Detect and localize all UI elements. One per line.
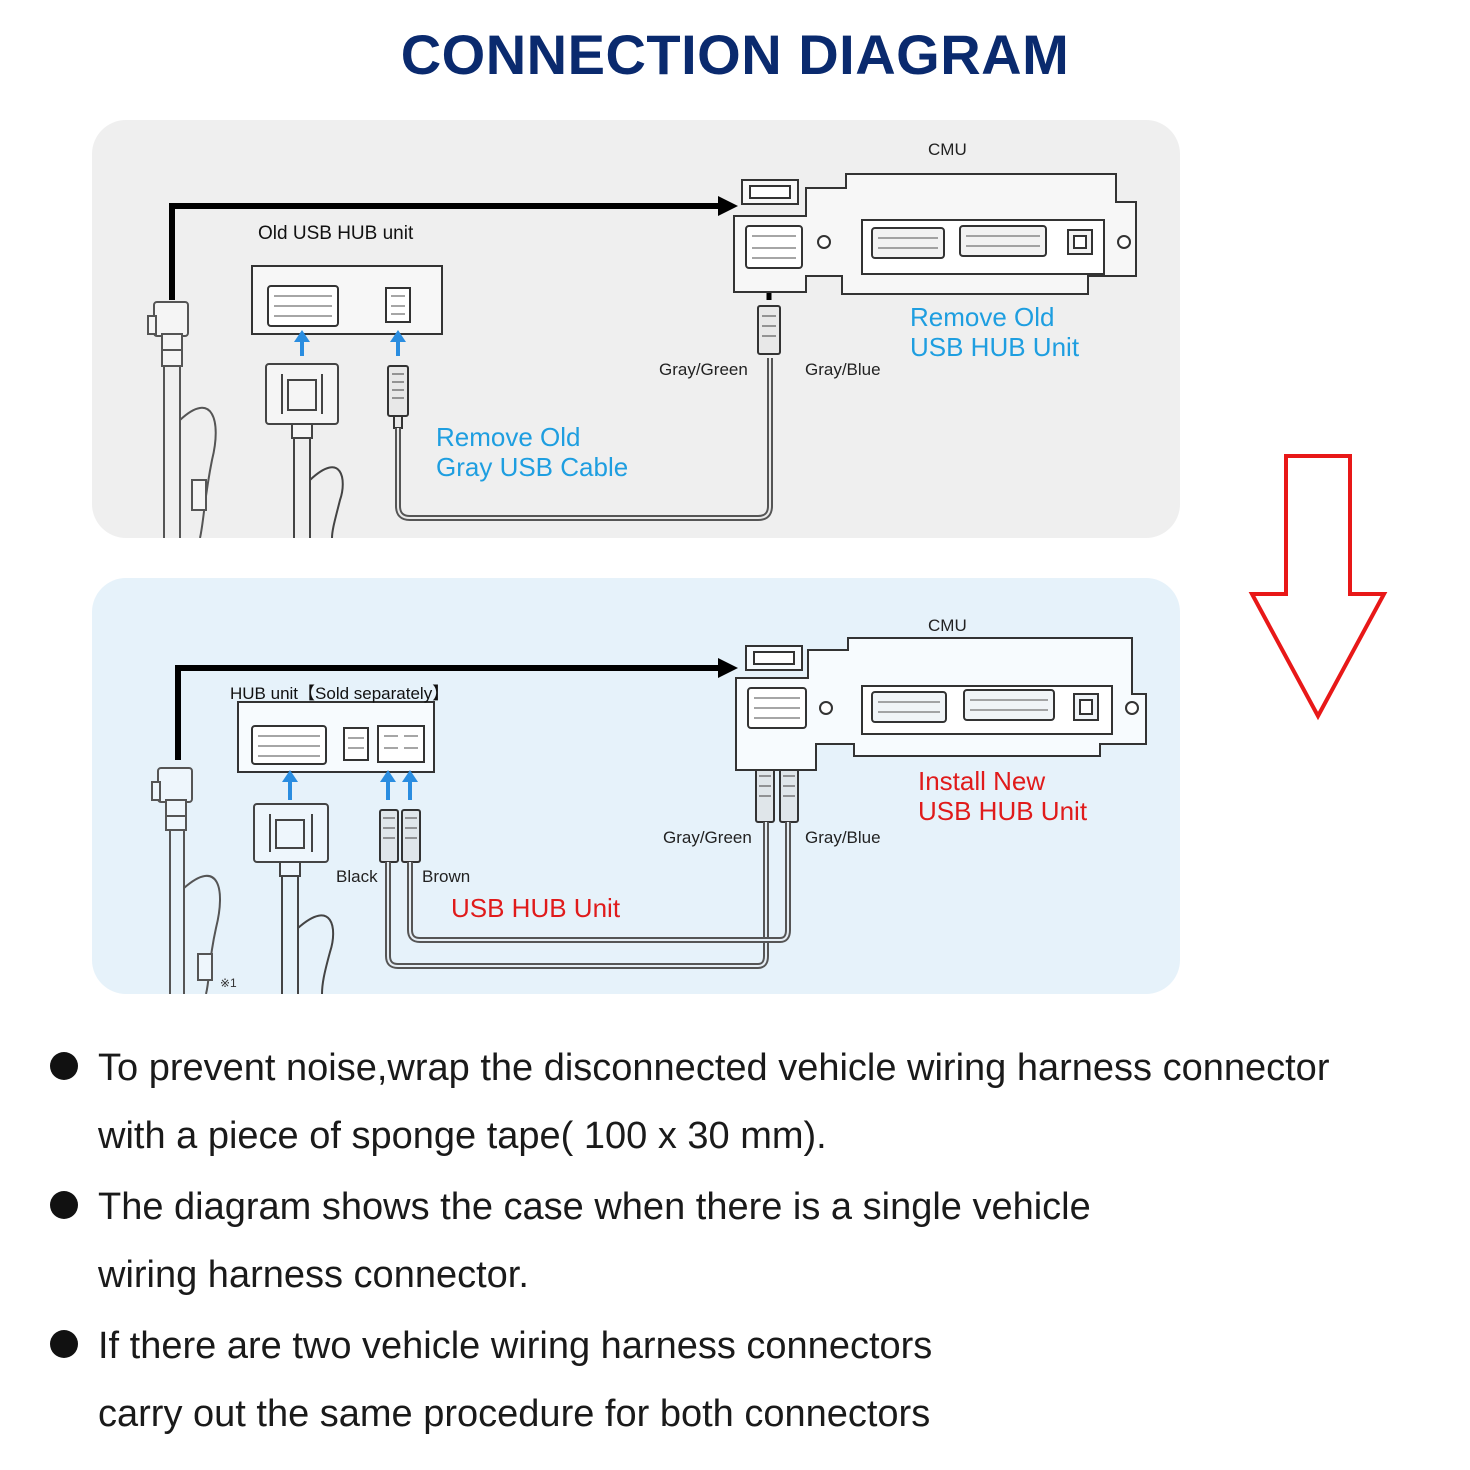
remove-hub-line-2: USB HUB Unit [910, 332, 1080, 362]
cmu-label-top: CMU [928, 140, 967, 159]
remove-hub-line-1: Remove Old [910, 302, 1055, 332]
top-panel: CMU Old USB HUB unit Gray/Green Gray/Blu… [92, 120, 1180, 538]
vehicle-connector-bottom [151, 767, 222, 994]
bullet-icon [50, 1052, 78, 1080]
install-hub-line-1: Install New [918, 766, 1046, 796]
top-diagram-drawing [147, 173, 1137, 538]
footnote-mark: ※1 [220, 976, 237, 990]
usb-hub-unit-label: USB HUB Unit [451, 893, 621, 923]
gray-green-label-bottom: Gray/Green [663, 828, 752, 847]
bottom-route-arrow [175, 665, 720, 760]
bullet-icon [50, 1330, 78, 1358]
install-hub-note: Install New USB HUB Unit [918, 766, 1087, 826]
cmu-label-bottom: CMU [928, 616, 967, 635]
note-3-line-1: If there are two vehicle wiring harness … [98, 1325, 933, 1367]
down-arrow-icon [1248, 454, 1388, 721]
top-route-arrowhead [718, 196, 738, 216]
bullet-icon [50, 1191, 78, 1219]
note-1-line-1: To prevent noise,wrap the disconnected v… [98, 1047, 1330, 1089]
remove-cable-line-1: Remove Old [436, 422, 581, 452]
new-hub-unit [237, 701, 435, 773]
bottom-panel: CMU HUB unit【Sold separately】 Gray/Green… [92, 578, 1180, 994]
remove-cable-line-2: Gray USB Cable [436, 452, 629, 482]
bottom-route-arrowhead [718, 658, 738, 678]
gray-green-label-top: Gray/Green [659, 360, 748, 379]
vehicle-connector-top [147, 301, 217, 538]
gray-blue-label-top: Gray/Blue [805, 360, 881, 379]
cmu-unit-top [733, 173, 1137, 295]
remove-cable-note: Remove Old Gray USB Cable [436, 422, 628, 482]
old-hub-unit [251, 265, 443, 335]
old-hub-label: Old USB HUB unit [258, 223, 414, 244]
note-2-line-1: The diagram shows the case when there is… [98, 1186, 1091, 1228]
cmu-unit-bottom [735, 637, 1147, 771]
black-wire-label: Black [336, 867, 378, 886]
page-title: CONNECTION DIAGRAM [400, 23, 1070, 86]
bottom-diagram-drawing [151, 637, 1147, 994]
note-3-line-2: carry out the same procedure for both co… [98, 1393, 931, 1435]
notes-list: To prevent noise,wrap the disconnected v… [48, 1034, 1448, 1451]
note-item: If there are two vehicle wiring harness … [48, 1312, 1448, 1448]
gray-blue-label-bottom: Gray/Blue [805, 828, 881, 847]
hub-sold-separately-label: HUB unit【Sold separately】 [230, 684, 450, 703]
brown-wire-label: Brown [422, 867, 471, 886]
note-item: The diagram shows the case when there is… [48, 1173, 1448, 1309]
note-1-line-2: with a piece of sponge tape( 100 x 30 mm… [98, 1115, 827, 1157]
note-item: To prevent noise,wrap the disconnected v… [48, 1034, 1448, 1170]
top-route-arrow [169, 203, 720, 300]
note-2-line-2: wiring harness connector. [98, 1254, 529, 1296]
install-hub-line-2: USB HUB Unit [918, 796, 1088, 826]
remove-hub-note: Remove Old USB HUB Unit [910, 302, 1079, 362]
